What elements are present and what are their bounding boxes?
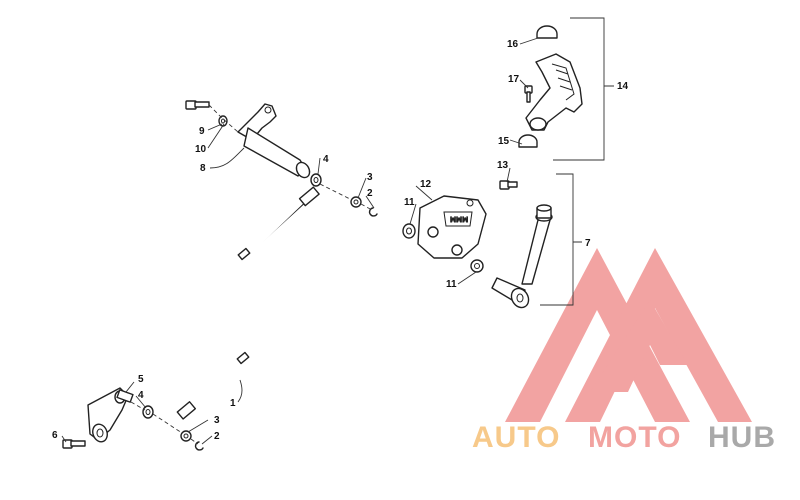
leader-lines: [61, 37, 539, 445]
callout-2-upper: 2: [367, 188, 373, 199]
callout-11-lower: 11: [446, 279, 457, 290]
upper-bushing: [310, 173, 322, 187]
logo-triangle-left: [505, 248, 690, 422]
logo-inner-triangle: [590, 300, 688, 392]
knob-bottom-cap: [518, 134, 538, 148]
callout-13: 13: [497, 160, 509, 171]
callout-9: 9: [199, 126, 205, 137]
callout-5: 5: [138, 374, 144, 385]
callout-6: 6: [52, 430, 58, 441]
logo-wordmark: AUTO MOTO HUB: [472, 421, 776, 454]
callout-8: 8: [200, 163, 206, 174]
callout-4-lower: 4: [138, 390, 144, 401]
callout-7: 7: [585, 238, 591, 249]
shift-knob: [525, 53, 583, 131]
lower-bushing: [142, 405, 154, 419]
callout-3-lower: 3: [214, 415, 220, 426]
upper-shift-arm: [237, 103, 311, 179]
automotohub-logo: [505, 248, 752, 422]
gate-washer-left: [402, 223, 416, 239]
shift-rod: [176, 186, 320, 420]
shift-lever-shaft: [491, 204, 553, 309]
knob-top-cap: [536, 25, 558, 39]
callout-12: 12: [420, 179, 432, 190]
upper-washer: [350, 196, 362, 208]
logo-word-hub: HUB: [708, 421, 776, 454]
logo-word-auto: AUTO: [472, 421, 560, 454]
callout-3-upper: 3: [367, 172, 373, 183]
bracket-7: [540, 173, 582, 306]
bracket-14: [553, 17, 614, 161]
callout-11-upper: 11: [404, 197, 415, 208]
upper-clip: [368, 207, 378, 217]
callout-2-lower: 2: [214, 431, 220, 442]
arm-bolt: [185, 100, 210, 110]
callout-4-upper: 4: [323, 154, 329, 165]
callout-1: 1: [230, 398, 236, 409]
logo-word-moto: MOTO: [588, 421, 681, 454]
callout-14: 14: [617, 81, 629, 92]
svg-text:ꟽꟽꟽ: ꟽꟽꟽ: [450, 216, 468, 224]
knob-screw: [524, 85, 533, 103]
lower-arm-bolt: [62, 439, 86, 449]
callout-15: 15: [498, 136, 510, 147]
shaft-bolt: [499, 180, 518, 190]
callout-16: 16: [507, 39, 519, 50]
callout-10: 10: [195, 144, 207, 155]
arm-washer: [218, 115, 228, 127]
gate-washer-right: [470, 259, 484, 273]
lower-washer: [180, 430, 192, 442]
shift-gate-plate: ꟽꟽꟽ: [417, 195, 487, 259]
lower-shift-arm: [87, 387, 134, 443]
callout-17: 17: [508, 74, 520, 85]
callout-labels: 1 2 2 3 3 4 4 5 6 7 8 9 10 11 11 12 13 1…: [52, 39, 629, 442]
